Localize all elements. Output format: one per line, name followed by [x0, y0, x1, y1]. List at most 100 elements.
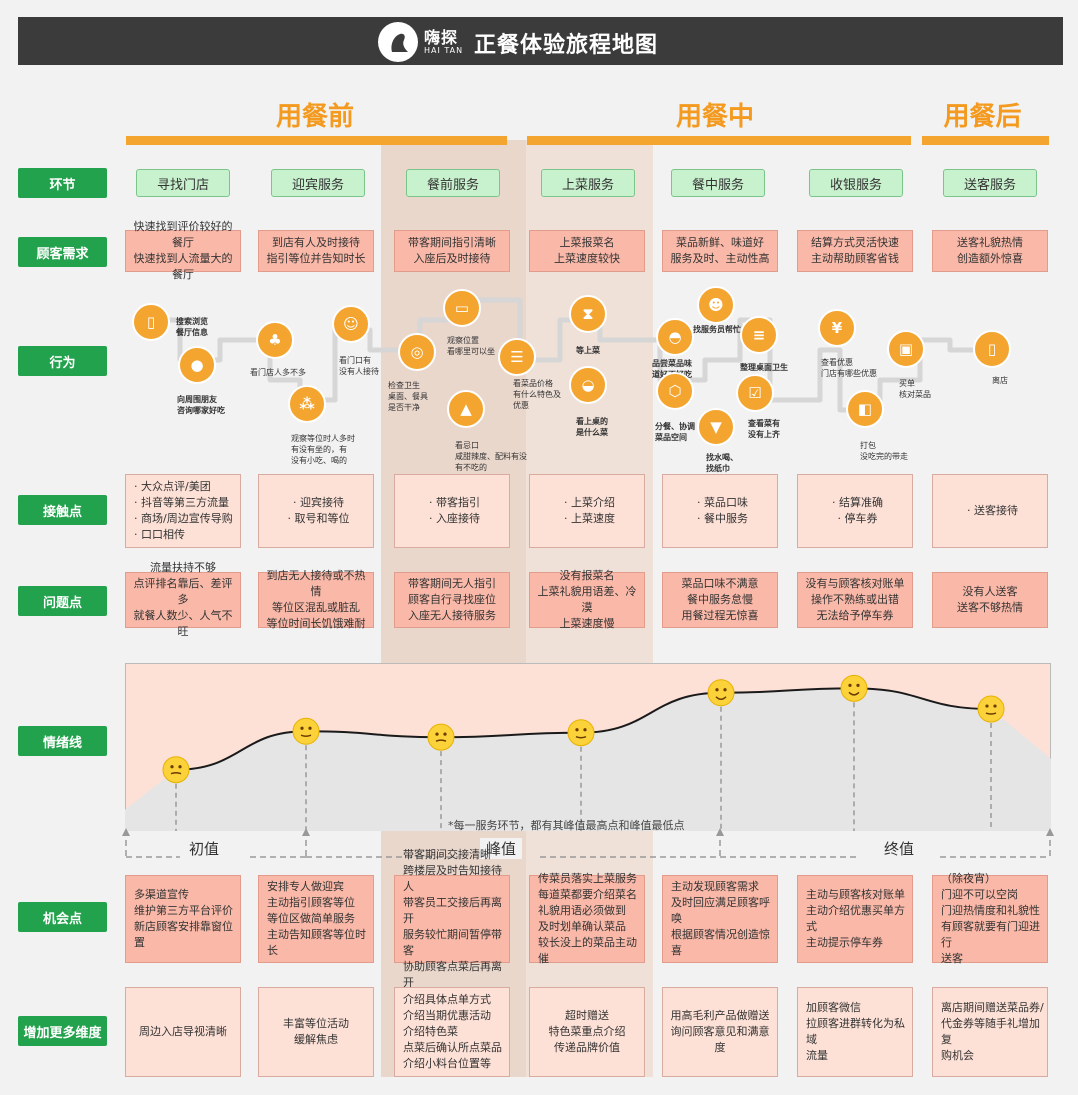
opportunity-cell: 主动与顾客核对账单 主动介绍优惠买单方式 主动提示停车券 — [797, 875, 913, 963]
need-cell: 快速找到评价较好的餐厅 快速找到人流量大的餐厅 — [125, 220, 241, 281]
more-cell: 周边入店导视清晰 — [125, 987, 241, 1077]
need-cell: 带客期间指引清晰 入座后及时接待 — [394, 230, 510, 272]
stage-pre-meal: 餐前服务 — [406, 169, 500, 197]
behavior-label: 看门口有 没有人接待 — [339, 356, 379, 376]
opportunity-cell: 主动发现顾客需求 及时回应满足顾客呼唤 根据顾客情况创造惊喜 — [662, 875, 778, 963]
phase-bar-before — [126, 136, 507, 145]
more-cell: 介绍具体点单方式 介绍当期优惠活动 介绍特色菜 点菜后确认所点菜品 介绍小料台位… — [394, 987, 510, 1077]
phase-bar-during — [527, 136, 911, 145]
behavior-label: 整理桌面卫生 — [740, 363, 788, 372]
behavior-label: 搜索浏览 餐厅信息 — [176, 317, 208, 337]
behavior-label: 观察等位时人多时 有没有坐的，有 没有小吃、喝的 — [291, 434, 355, 465]
coupon-icon: ¥ — [818, 309, 856, 347]
behavior-label: 看菜品价格 有什么特色及 优惠 — [513, 379, 561, 410]
opportunity-cell: 传菜员落实上菜服务 每道菜都要介绍菜名 礼貌用语必须做到 及时划单确认菜品 较长… — [529, 872, 645, 965]
row-label-behavior: 行为 — [18, 346, 107, 376]
page-title: 正餐体验旅程地图 — [474, 33, 659, 58]
emotion-curve — [125, 674, 1051, 831]
problem-cell: 没有与顾客核对账单 操作不熟练或出错 无法给予停车券 — [797, 572, 913, 628]
opportunity-cell: 多渠道宣传 维护第三方平台评价 新店顾客安排靠窗位置 — [125, 875, 241, 963]
stage-find-store: 寻找门店 — [136, 169, 230, 197]
more-cell: 超时赠送 特色菜重点介绍 传递品牌价值 — [529, 987, 645, 1077]
opportunity-cell: 安排专人做迎宾 主动指引顾客等位 等位区做简单服务 主动告知顾客等位时长 — [258, 875, 374, 963]
more-cell: 加顾客微信 拉顾客进群转化为私域 流量 — [797, 987, 913, 1077]
problem-cell: 带客期间无人指引 顾客自行寻找座位 入座无人接待服务 — [394, 572, 510, 628]
touchpoint-cell: · 上菜介绍 · 上菜速度 — [529, 474, 645, 548]
worried-face-icon — [292, 717, 320, 745]
touchpoint-cell: · 结算准确 · 停车券 — [797, 474, 913, 548]
smiling-face-icon — [707, 679, 735, 707]
emotion-note: *每一服务环节，都有其峰值最高点和峰值最低点 — [448, 819, 685, 832]
behavior-label: 检查卫生 桌面、餐具 是否干净 — [388, 381, 428, 412]
span-label-initial: 初值 — [183, 838, 226, 859]
behavior-label: 向周围朋友 咨询哪家好吃 — [177, 395, 225, 415]
span-label-final: 终值 — [878, 838, 921, 859]
phone-icon: ▯ — [132, 303, 170, 341]
need-cell: 送客礼貌热情 创造额外惊喜 — [932, 230, 1048, 272]
row-label-needs: 顾客需求 — [18, 237, 107, 267]
bag-icon: ◧ — [846, 390, 884, 428]
logo-icon — [378, 22, 418, 62]
logo-text: 嗨探 — [424, 28, 459, 47]
phase-title-during: 用餐中 — [675, 102, 754, 132]
behavior-label: 看门店人多不多 — [250, 368, 306, 377]
cleaning-icon: ≡ — [740, 316, 778, 354]
hourglass-icon: ⧗ — [569, 295, 607, 333]
stage-greeting: 迎宾服务 — [271, 169, 365, 197]
cup-icon: ▼ — [697, 408, 735, 446]
logo-sub: HAI TAN — [424, 46, 464, 55]
touchpoint-cell: · 大众点评/美团 · 抖音等第三方流量 · 商场/周边宣传导购 · 口口相传 — [125, 474, 241, 548]
sleepy-face-icon — [162, 756, 190, 784]
sofa-icon: ▭ — [443, 289, 481, 327]
problem-cell: 到店无人接待或不热情 等位区混乱或脏乱 等位时间长饥饿难耐 — [258, 569, 374, 630]
more-cell: 离店期间赠送菜品券/ 代金券等随手礼增加复 购机会 — [932, 987, 1048, 1077]
emotion-area — [125, 688, 1051, 831]
row-label-opportunities: 机会点 — [18, 902, 107, 932]
sweat-smile-face-icon — [567, 719, 595, 747]
group-icon: ♣ — [256, 321, 294, 359]
problem-cell: 菜品口味不满意 餐中服务怠慢 用餐过程无惊喜 — [662, 572, 778, 628]
span-brackets — [122, 828, 1054, 858]
phase-title-before: 用餐前 — [275, 102, 354, 132]
row-label-emotion: 情绪线 — [18, 726, 107, 756]
inspect-icon: ◎ — [398, 333, 436, 371]
behavior-label: 打包 没吃完的带走 — [860, 441, 908, 461]
behavior-label: 查看优惠 门店有哪些优惠 — [821, 358, 877, 378]
waiter-icon: ☺ — [332, 305, 370, 343]
queue-icon: ⁂ — [288, 385, 326, 423]
stage-during-meal: 餐中服务 — [671, 169, 765, 197]
stage-farewell: 送客服务 — [943, 169, 1037, 197]
row-label-touchpoints: 接触点 — [18, 495, 107, 525]
touchpoint-cell: · 送客接待 — [932, 474, 1048, 548]
more-cell: 用高毛利产品做赠送 询问顾客意见和满意度 — [662, 987, 778, 1077]
need-cell: 菜品新鲜、味道好 服务及时、主动性高 — [662, 230, 778, 272]
checklist-icon: ☑ — [736, 374, 774, 412]
bowl-icon: ◒ — [569, 366, 607, 404]
behavior-label: 等上菜 — [576, 346, 600, 355]
heart-eyes-face-icon — [840, 674, 868, 702]
behavior-label: 看上桌的 是什么菜 — [576, 417, 608, 437]
behavior-label: 观察位置 看哪里可以坐 — [447, 336, 495, 356]
behavior-label: 看忌口 咸甜辣度、配料有没 有不吃的 — [455, 441, 527, 472]
person-icon: ● — [178, 346, 216, 384]
behavior-label: 查看菜有 没有上齐 — [748, 419, 780, 439]
touchpoint-cell: · 迎宾接待 · 取号和等位 — [258, 474, 374, 548]
more-cell: 丰富等位活动 缓解焦虑 — [258, 987, 374, 1077]
door-icon: ▯ — [973, 330, 1011, 368]
row-label-more: 增加更多维度 — [18, 1016, 107, 1046]
row-label-stage: 环节 — [18, 168, 107, 198]
row-label-problems: 问题点 — [18, 586, 107, 616]
taste-icon: ▲ — [447, 390, 485, 428]
problem-cell: 没有报菜名 上菜礼貌用语差、冷漠 上菜速度慢 — [529, 569, 645, 630]
phase-bar-after — [922, 136, 1049, 145]
stage-serving: 上菜服务 — [541, 169, 635, 197]
touchpoint-cell: · 带客指引 · 入座接待 — [394, 474, 510, 548]
need-cell: 上菜报菜名 上菜速度较快 — [529, 230, 645, 272]
touchpoint-cell: · 菜品口味 · 餐中服务 — [662, 474, 778, 548]
problem-cell: 没有人送客 送客不够热情 — [932, 572, 1048, 628]
behavior-label: 找服务员帮忙 — [693, 325, 741, 334]
need-cell: 结算方式灵活快速 主动帮助顾客省钱 — [797, 230, 913, 272]
stage-checkout: 收银服务 — [809, 169, 903, 197]
behavior-label: 找水喝、 找纸巾 — [706, 453, 738, 473]
behavior-label: 买单 核对菜品 — [899, 379, 931, 399]
